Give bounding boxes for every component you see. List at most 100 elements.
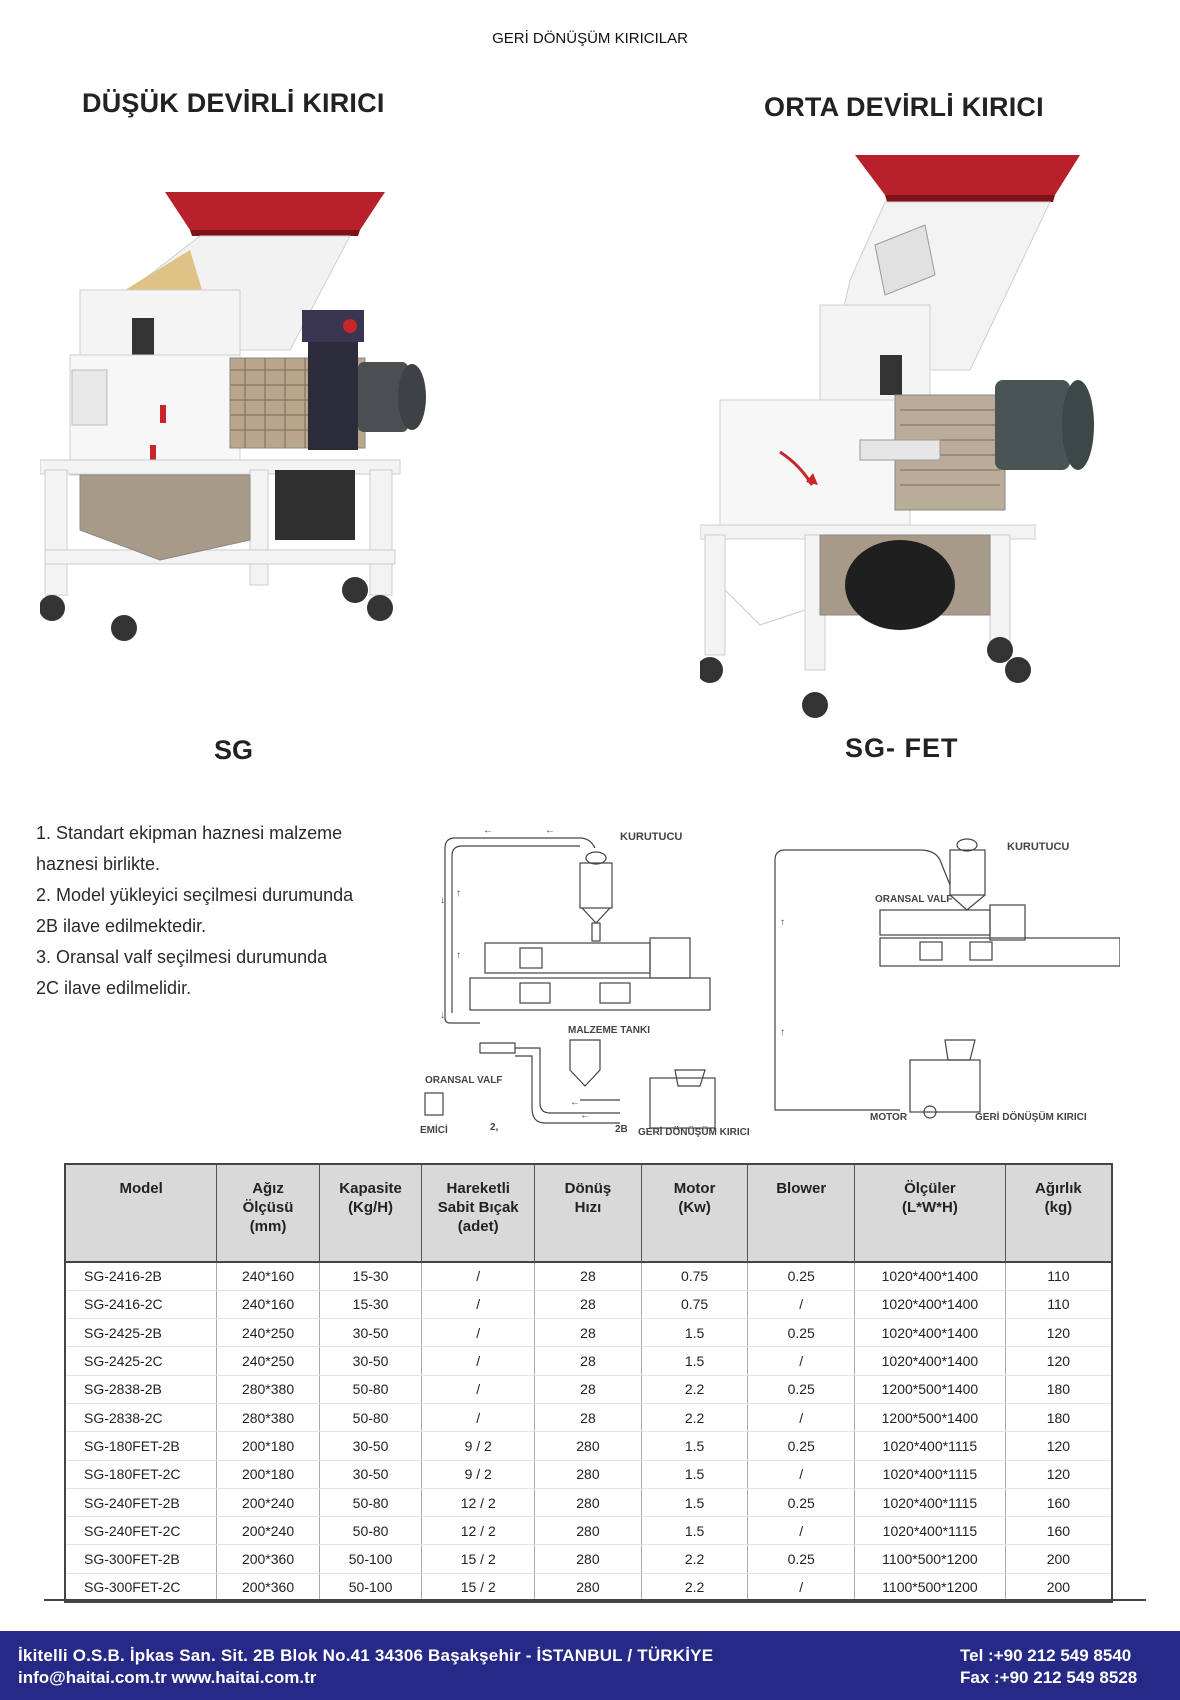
column-header: Motor(Kw) [640,1164,749,1262]
svg-text:←: ← [483,825,493,836]
table-cell: 1.5 [640,1460,749,1489]
table-cell: 50-100 [318,1573,423,1603]
column-header-line: (kg) [1044,1199,1073,1216]
table-cell: / [747,1290,856,1320]
table-cell: 50-80 [318,1488,423,1518]
table-cell: 200*180 [216,1460,320,1489]
table-cell: 1.5 [640,1318,749,1348]
table-cell: 160 [1004,1488,1113,1518]
table-cell: 0.25 [747,1262,856,1291]
table-cell: 1020*400*1115 [854,1516,1006,1546]
table-cell: 0.25 [747,1375,856,1404]
column-header-line: Sabit Bıçak [437,1199,519,1216]
table-cell: / [421,1318,536,1348]
table-cell-model: SG-180FET-2B [64,1431,218,1461]
table-cell: 30-50 [318,1346,423,1376]
table-cell: 280 [534,1516,642,1546]
model-code-sg: SG [214,735,254,765]
column-header-line: (mm) [249,1218,287,1235]
table-cell: 280 [534,1573,642,1603]
column-header: Ağırlık(kg) [1004,1164,1113,1262]
column-header-line: Model [119,1180,163,1197]
table-cell: 200 [1004,1544,1113,1574]
table-cell: 1.5 [640,1516,749,1546]
footer-fax: Fax :+90 212 549 8528 [960,1668,1138,1687]
svg-text:↑: ↑ [780,1027,785,1038]
table-cell-model: SG-300FET-2C [64,1573,218,1603]
table-cell: 28 [534,1318,642,1348]
note-line: haznesi birlikte. [36,854,161,874]
column-header-line: Blower [776,1180,827,1197]
table-cell: / [421,1346,536,1376]
table-cell-model: SG-240FET-2B [64,1488,218,1518]
table-cell: 15 / 2 [421,1573,536,1603]
machine-image-sg-fet [700,140,1130,730]
table-cell: 120 [1004,1318,1113,1348]
table-cell-model: SG-240FET-2C [64,1516,218,1546]
table-cell: 240*160 [216,1262,320,1291]
table-cell: 1.5 [640,1431,749,1461]
model-code-sg-fet: SG- FET [845,733,959,763]
note-line: 2. Model yükleyici seçilmesi durumunda [36,885,354,905]
table-cell: 9 / 2 [421,1460,536,1489]
system-diagram-1: ← ← ↓ ↑ ↑ ↓ KURUTUCU MALZEME TANKI ← ← O… [420,808,770,1138]
table-cell: 15-30 [318,1290,423,1320]
table-cell: 50-100 [318,1544,423,1574]
table-cell: 280 [534,1544,642,1574]
table-cell: 180 [1004,1403,1113,1433]
table-cell: 28 [534,1346,642,1376]
column-header-line: Ölçüsü [242,1199,294,1216]
table-cell: 1.5 [640,1488,749,1518]
table-cell-model: SG-2425-2B [64,1318,218,1348]
table-cell: 1020*400*1115 [854,1460,1006,1489]
table-cell: 28 [534,1290,642,1320]
table-cell: / [421,1262,536,1291]
table-cell: 28 [534,1403,642,1433]
note-line: 3. Oransal valf seçilmesi durumunda [36,947,328,967]
product-title-medium-speed: ORTA DEVİRLİ KIRICI [764,92,1044,122]
footer-contact[interactable]: info@haitai.com.tr www.haitai.com.tr [18,1668,317,1687]
page-title: GERİ DÖNÜŞÜM KIRICILAR [492,30,688,47]
table-cell: 200*360 [216,1544,320,1574]
label-kurutucu: KURUTUCU [620,831,682,843]
table-cell: 120 [1004,1431,1113,1461]
table-cell: 160 [1004,1516,1113,1546]
table-cell: 9 / 2 [421,1431,536,1461]
table-cell: 15 / 2 [421,1544,536,1574]
table-cell: 280 [534,1460,642,1489]
note-line: 2B ilave edilmektedir. [36,916,207,936]
table-cell: 200*360 [216,1573,320,1603]
table-cell: 30-50 [318,1431,423,1461]
note-line: 2C ilave edilmelidir. [36,978,192,998]
table-cell: 200*240 [216,1488,320,1518]
table-cell: 2.2 [640,1403,749,1433]
column-header-line: Motor [673,1180,716,1197]
svg-text:←: ← [570,1097,580,1108]
table-cell-model: SG-300FET-2B [64,1544,218,1574]
svg-text:↑: ↑ [456,888,461,899]
product-title-low-speed: DÜŞÜK DEVİRLİ KIRICI [82,88,385,118]
label-emici: EMİCİ [420,1123,448,1136]
table-cell: 120 [1004,1346,1113,1376]
table-cell: 30-50 [318,1460,423,1489]
label-oransal-valf: ORANSAL VALF [425,1075,502,1086]
table-cell: / [421,1403,536,1433]
table-cell: 0.75 [640,1290,749,1320]
footer: İkitelli O.S.B. İpkas San. Sit. 2B Blok … [0,1631,1180,1700]
table-cell: / [421,1290,536,1320]
table-cell: 1100*500*1200 [854,1544,1006,1574]
table-cell: 280 [534,1488,642,1518]
feature-notes: 1. Standart ekipman haznesi malzeme hazn… [36,818,416,1004]
table-cell: 1020*400*1115 [854,1431,1006,1461]
table-cell: 28 [534,1262,642,1291]
column-header-line: (Kg/H) [348,1199,394,1216]
